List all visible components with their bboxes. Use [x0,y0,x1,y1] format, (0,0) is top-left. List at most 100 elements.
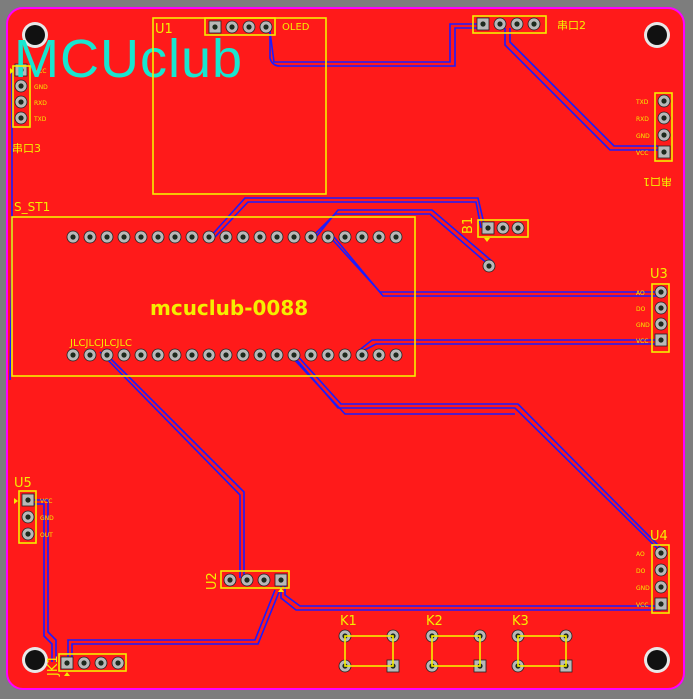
jk1-outline [58,653,127,672]
s-st1-bottom-pad [83,348,97,362]
u3-pin-pad [654,285,668,299]
u4-pin-label: GND [636,585,650,592]
uart1-pin-pad [657,111,671,125]
u3-pin-label: VCC [636,338,648,345]
u2-pin-pad [223,573,237,587]
board-copper [6,7,685,690]
uart3-pin-pad [14,79,28,93]
s-st1-bottom-pad [185,348,199,362]
u2-outline [220,570,290,589]
s-st1-top-pad [185,230,199,244]
s-st1-bottom-pad [100,348,114,362]
uart1-outline [654,92,673,162]
jk1-pin-pad [60,656,74,670]
u1-header-outline [204,17,276,36]
mounting-hole-bl [22,647,48,673]
uart1-ref: 串口1 [643,175,672,188]
b1-pin-pad [511,221,525,235]
b1-outline [477,219,529,238]
mounting-hole-tr [644,22,670,48]
u5-pin1-marker [14,498,18,504]
s-st1-top-pad [389,230,403,244]
u3-pin-pad [654,301,668,315]
s-st1-top-pad [117,230,131,244]
jk1-pin-pad [77,656,91,670]
uart1-pin-label: GND [636,133,650,140]
b1-pin-pad [481,221,495,235]
s-st1-bottom-pad [219,348,233,362]
uart3-pin-label: RXD [34,100,47,107]
k3-outline [517,635,567,667]
u5-pin-label: GND [40,515,54,522]
u5-pin-pad [21,527,35,541]
uart3-pin-pad [14,111,28,125]
mounting-hole-br [644,647,670,673]
u1-ref: U1 [155,22,173,37]
u4-ref: U4 [650,529,668,544]
u5-pin-label: OUT [40,532,53,539]
s-st1-bottom-pad [253,348,267,362]
s-st1-bottom-pad [321,348,335,362]
u1-pin-pad [242,20,256,34]
s-st1-top-pad [202,230,216,244]
uart1-pin-pad [657,128,671,142]
k3-ref: K3 [512,614,529,629]
mcuclub-0088-label: mcuclub-0088 [150,296,308,320]
s-st1-top-pad [270,230,284,244]
u3-pin-label: DO [636,306,646,313]
u3-pin-label: AO [636,290,645,297]
u3-ref: U3 [650,267,668,282]
jk1-pin-pad [94,656,108,670]
uart2-pin-pad [476,17,490,31]
s-st1-top-pad [151,230,165,244]
u3-outline [651,283,670,353]
s-st1-bottom-pad [372,348,386,362]
u5-pin-pad [21,510,35,524]
s-st1-top-pad [83,230,97,244]
s-st1-bottom-pad [304,348,318,362]
uart1-pin-pad [657,145,671,159]
u2-pin-pad [274,573,288,587]
u5-ref: U5 [14,476,32,491]
uart3-outline [12,65,31,128]
s-st1-top-pad [304,230,318,244]
s-st1-bottom-pad [202,348,216,362]
uart3-ref: 串口3 [12,142,41,155]
u1-label: OLED [282,22,310,33]
s-st1-top-pad [100,230,114,244]
u2-pin-pad [257,573,271,587]
jk1-pin1-marker [64,672,70,676]
s-st1-top-pad [372,230,386,244]
u3-pin-pad [654,333,668,347]
u2-pin1-marker [278,588,284,592]
pad-layer [14,17,671,673]
s-st1-top-pad [168,230,182,244]
uart3-pin-label: GND [34,84,48,91]
uart2-pin-pad [527,17,541,31]
u2-pin-pad [240,573,254,587]
s-st1-bottom-pad [168,348,182,362]
u4-pin-pad [654,580,668,594]
uart3-pin-label: TXD [33,116,47,123]
u5-outline [18,490,37,544]
s-st1-bottom-pad [117,348,131,362]
k2-outline [431,635,481,667]
u1-pin-pad [225,20,239,34]
s-st1-outline [11,216,416,377]
jk1-pin-pad [111,656,125,670]
u5-pin-label: VCC [40,498,52,505]
s-st1-bottom-pad [66,348,80,362]
uart3-pin1-marker [10,68,14,74]
s-st1-bottom-pad [338,348,352,362]
u4-pin-label: VCC [636,602,648,609]
uart1-pin-label: RXD [636,116,649,123]
b1-via [482,259,496,273]
k1-ref: K1 [340,614,357,629]
s-st1-top-pad [253,230,267,244]
s-st1-bottom-pad [287,348,301,362]
s-st1-top-pad [321,230,335,244]
uart1-pin-label: TXD [635,99,649,106]
uart2-ref: 串口2 [557,19,586,32]
s-st1-top-pad [134,230,148,244]
